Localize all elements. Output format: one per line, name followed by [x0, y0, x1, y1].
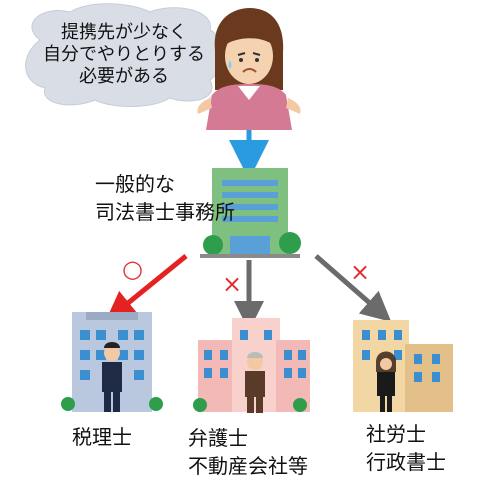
speech-line-3: 必要がある [79, 66, 169, 87]
center-office-label: 一般的な 司法書士事務所 [95, 170, 235, 226]
speech-line-1: 提携先が少なく [61, 22, 187, 43]
center-office-line-2: 司法書士事務所 [95, 200, 235, 224]
center-office-line-1: 一般的な [95, 172, 175, 196]
tax-accountant-label: 税理士 [72, 424, 132, 450]
ng-mark-labor: × [350, 258, 371, 286]
judicial-scrivener-office-building [200, 168, 301, 258]
tax-accountant-line-1: 税理士 [72, 425, 132, 449]
arrow-to-tax-accountant [105, 254, 188, 322]
tax-accountant-building [61, 312, 163, 412]
speech-line-2: 自分でやりとりする [43, 44, 205, 65]
arrow-to-labor-consultant [314, 254, 392, 322]
ok-mark: ○ [122, 255, 143, 283]
ng-mark-lawyer: × [222, 270, 243, 298]
labor-consultant-building [353, 320, 453, 412]
worried-woman-illustration [197, 8, 301, 130]
labor-consultant-line-2: 行政書士 [366, 450, 446, 474]
lawyer-label: 弁護士 不動産会社等 [188, 424, 308, 480]
labor-consultant-label: 社労士 行政書士 [366, 420, 446, 476]
lawyer-line-2: 不動産会社等 [188, 454, 308, 478]
lawyer-building [193, 318, 310, 413]
speech-bubble-text: 提携先が少なく 自分でやりとりする 必要がある [36, 22, 212, 88]
labor-consultant-line-1: 社労士 [366, 422, 426, 446]
lawyer-line-1: 弁護士 [188, 426, 248, 450]
